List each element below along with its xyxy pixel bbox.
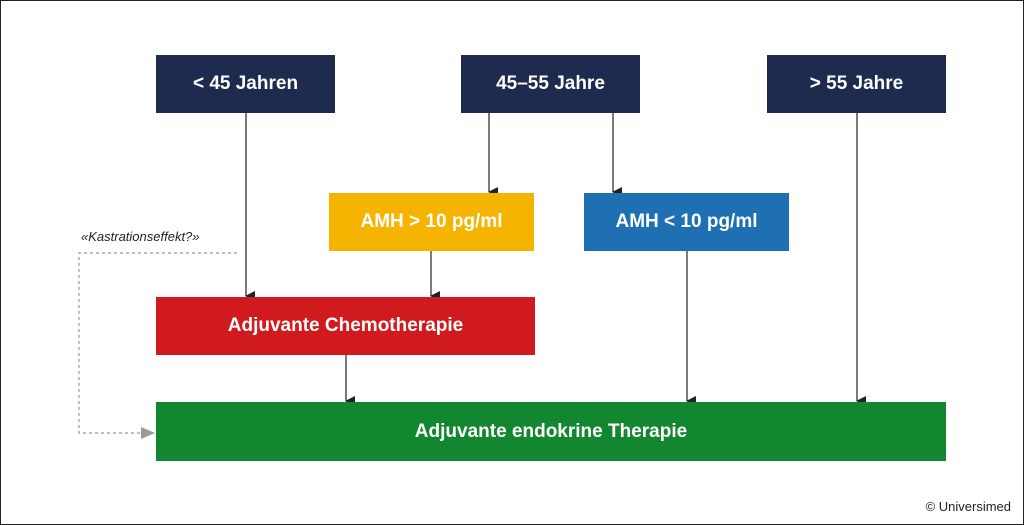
node-age-under-45: < 45 Jahren	[156, 55, 335, 113]
castration-effect-annotation: «Kastrationseffekt?»	[81, 229, 200, 244]
node-amh-low: AMH < 10 pg/ml	[584, 193, 789, 251]
node-adjuvant-endocrine-therapy: Adjuvante endokrine Therapie	[156, 402, 946, 461]
edge-castration-dashed	[78, 252, 237, 439]
node-adjuvant-chemotherapy: Adjuvante Chemotherapie	[156, 297, 535, 355]
copyright-notice: © Universimed	[925, 499, 1011, 514]
node-age-over-55: > 55 Jahre	[767, 55, 946, 113]
node-age-45-55: 45–55 Jahre	[461, 55, 640, 113]
node-amh-high: AMH > 10 pg/ml	[329, 193, 534, 251]
